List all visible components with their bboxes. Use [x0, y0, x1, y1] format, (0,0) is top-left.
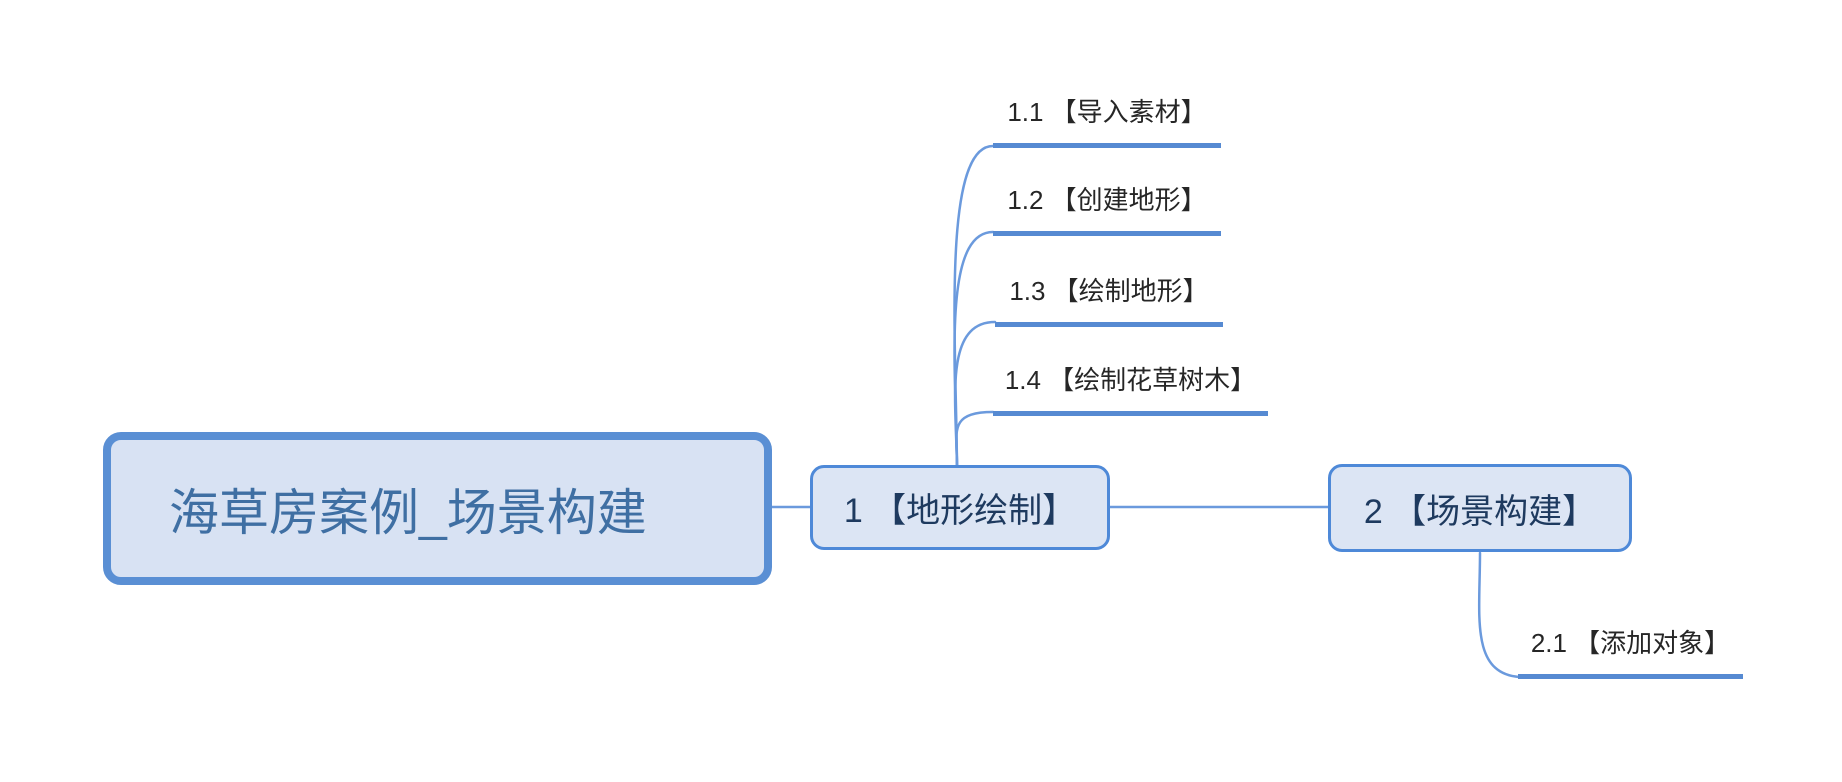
- subtopic-2-1[interactable]: 2.1 【添加对象】: [1518, 625, 1743, 679]
- connector-branch-1-to-subtopic-1-2: [953, 230, 995, 468]
- connector-branch-1-to-subtopic-1-4: [955, 410, 995, 468]
- subtopic-1-1[interactable]: 1.1 【导入素材】: [993, 94, 1221, 148]
- connector-branch-1-to-subtopic-1-1: [953, 144, 995, 468]
- branch-topic-2[interactable]: 2 【场景构建】: [1328, 464, 1632, 552]
- subtopic-1-3[interactable]: 1.3 【绘制地形】: [995, 273, 1223, 327]
- root-topic[interactable]: 海草房案例_场景构建: [103, 432, 772, 585]
- subtopic-1-4[interactable]: 1.4 【绘制花草树木】: [993, 362, 1268, 416]
- connector-branch-2-to-subtopic-2-1: [1477, 551, 1521, 679]
- branch-topic-1[interactable]: 1 【地形绘制】: [810, 465, 1110, 550]
- subtopic-1-2[interactable]: 1.2 【创建地形】: [993, 182, 1221, 236]
- connector-branch-1-to-subtopic-1-3: [953, 320, 997, 468]
